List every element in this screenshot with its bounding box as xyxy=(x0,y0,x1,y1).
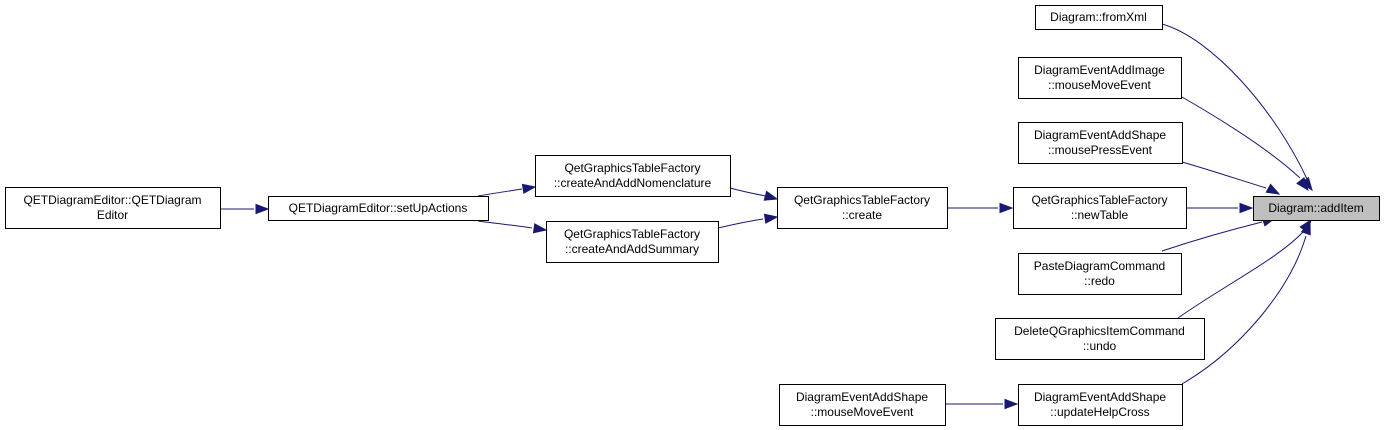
node-label: QetGraphicsTableFactory xyxy=(564,227,700,241)
edge-addShapeMove-to-updateHelpCross xyxy=(945,398,1019,410)
edge-setUpActions-to-createSummary xyxy=(477,220,548,234)
edge-line xyxy=(717,218,764,229)
arrowhead xyxy=(763,190,779,201)
edge-line xyxy=(1177,231,1304,319)
node-label: QetGraphicsTableFactory xyxy=(564,161,700,175)
edge-line xyxy=(1161,23,1308,180)
edge-deleteUndo-to-addItem xyxy=(1177,218,1312,319)
arrowhead xyxy=(532,223,548,234)
edge-line xyxy=(1161,221,1263,252)
edge-editorCtor-to-setUpActions xyxy=(220,203,270,215)
node-label: QetGraphicsTableFactory xyxy=(1031,193,1167,207)
node-createNomenclature[interactable]: QetGraphicsTableFactory::createAndAddNom… xyxy=(535,155,731,197)
node-box[interactable] xyxy=(5,187,221,229)
node-box[interactable] xyxy=(1018,384,1183,426)
node-label: ::createAndAddNomenclature xyxy=(554,176,712,190)
node-box[interactable] xyxy=(1018,122,1183,164)
node-label: QETDiagramEditor::setUpActions xyxy=(289,201,468,215)
node-label: Diagram::fromXml xyxy=(1050,10,1147,24)
node-createSummary[interactable]: QetGraphicsTableFactory::createAndAddSum… xyxy=(546,221,719,263)
node-label: ::create xyxy=(842,208,882,222)
node-box[interactable] xyxy=(268,196,489,221)
arrowhead xyxy=(1265,183,1281,195)
node-label: QETDiagramEditor::QETDiagram xyxy=(23,193,201,207)
arrowhead xyxy=(521,183,537,195)
focus-node-box[interactable] xyxy=(1253,196,1380,221)
edge-updateHelpCross-to-addItem xyxy=(1181,220,1311,385)
edge-fromXml-to-addItem xyxy=(1161,23,1313,192)
edge-line xyxy=(1181,235,1307,385)
node-newTable[interactable]: QetGraphicsTableFactory::newTable xyxy=(1013,187,1187,229)
arrowhead xyxy=(1239,202,1254,214)
edge-create-to-newTable xyxy=(947,202,1014,214)
edge-addImageMove-to-addItem xyxy=(1181,96,1309,192)
node-box[interactable] xyxy=(1018,253,1182,295)
node-label: ::updateHelpCross xyxy=(1050,405,1149,419)
node-label: DiagramEventAddShape xyxy=(796,390,928,404)
node-box[interactable] xyxy=(1013,187,1187,229)
edge-createSummary-to-create xyxy=(717,213,779,229)
node-label: ::redo xyxy=(1084,274,1115,288)
edge-line xyxy=(729,187,767,197)
nodes-layer: Diagram::addItem Diagram::fromXmlDiagramE… xyxy=(5,5,1380,426)
node-deleteUndo[interactable]: DeleteQGraphicsItemCommand::undo xyxy=(995,318,1205,360)
edge-setUpActions-to-createNomenclature xyxy=(477,183,537,197)
node-box[interactable] xyxy=(535,155,731,197)
node-addItem[interactable]: Diagram::addItem xyxy=(1253,196,1380,221)
arrowhead xyxy=(1296,176,1309,192)
node-label: DiagramEventAddShape xyxy=(1034,128,1166,142)
node-addShapeMove[interactable]: DiagramEventAddShape::mouseMoveEvent xyxy=(779,384,946,426)
node-box[interactable] xyxy=(777,187,948,229)
node-label: QetGraphicsTableFactory xyxy=(794,193,930,207)
edge-createNomenclature-to-create xyxy=(729,187,779,201)
node-pasteRedo[interactable]: PasteDiagramCommand::redo xyxy=(1018,253,1182,295)
edge-addShapePress-to-addItem xyxy=(1181,161,1281,195)
arrowhead xyxy=(999,202,1014,214)
edge-newTable-to-addItem xyxy=(1186,202,1254,214)
node-label: Diagram::addItem xyxy=(1268,201,1363,215)
node-label: Editor xyxy=(97,208,128,222)
edge-line xyxy=(477,188,523,197)
node-label: ::createAndAddSummary xyxy=(565,242,699,256)
edge-line xyxy=(1181,96,1301,179)
arrowhead xyxy=(255,203,270,215)
node-label: DiagramEventAddShape xyxy=(1034,390,1166,404)
node-label: ::mouseMoveEvent xyxy=(811,405,914,419)
node-box[interactable] xyxy=(995,318,1205,360)
node-label: ::undo xyxy=(1083,339,1117,353)
node-setUpActions[interactable]: QETDiagramEditor::setUpActions xyxy=(268,196,489,221)
node-addImageMove[interactable]: DiagramEventAddImage::mouseMoveEvent xyxy=(1018,57,1182,99)
node-label: ::newTable xyxy=(1071,208,1129,222)
node-addShapePress[interactable]: DiagramEventAddShape::mousePressEvent xyxy=(1018,122,1183,164)
node-label: DeleteQGraphicsItemCommand xyxy=(1014,324,1185,338)
arrowhead xyxy=(763,213,779,224)
node-label: PasteDiagramCommand xyxy=(1034,259,1165,273)
node-label: DiagramEventAddImage xyxy=(1034,63,1165,77)
node-box[interactable] xyxy=(1035,5,1163,30)
node-editorCtor[interactable]: QETDiagramEditor::QETDiagramEditor xyxy=(5,187,221,229)
node-box[interactable] xyxy=(546,221,719,263)
node-box[interactable] xyxy=(779,384,946,426)
node-label: ::mousePressEvent xyxy=(1048,143,1153,157)
node-create[interactable]: QetGraphicsTableFactory::create xyxy=(777,187,948,229)
edge-line xyxy=(477,220,533,229)
arrowhead xyxy=(1004,398,1019,410)
node-box[interactable] xyxy=(1018,57,1182,99)
node-fromXml[interactable]: Diagram::fromXml xyxy=(1035,5,1163,30)
arrowhead xyxy=(1300,220,1311,236)
node-updateHelpCross[interactable]: DiagramEventAddShape::updateHelpCross xyxy=(1018,384,1183,426)
edge-line xyxy=(1181,161,1267,189)
node-label: ::mouseMoveEvent xyxy=(1048,78,1151,92)
